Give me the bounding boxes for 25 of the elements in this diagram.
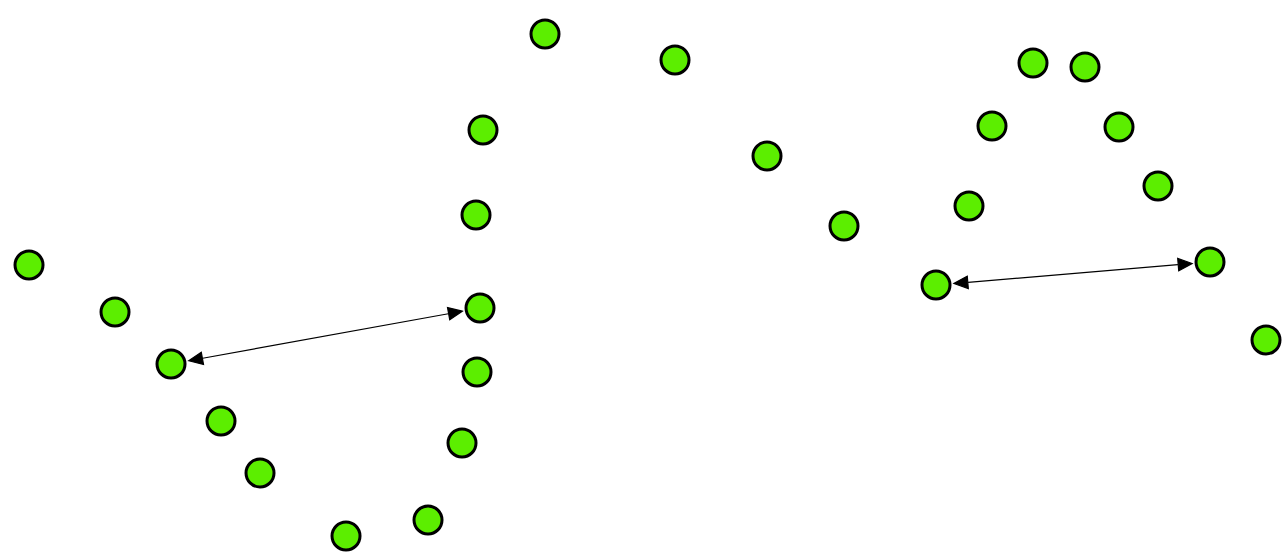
- dot-node: [1103, 111, 1135, 143]
- dot-node: [920, 269, 952, 301]
- dot-node: [412, 504, 444, 536]
- dot-node: [99, 296, 131, 328]
- dot-node: [953, 190, 985, 222]
- dot-node: [460, 199, 492, 231]
- dot-node: [467, 114, 499, 146]
- dot-node: [828, 210, 860, 242]
- dot-node: [529, 18, 561, 50]
- dot-node: [1142, 170, 1174, 202]
- dot-node: [659, 44, 691, 76]
- dot-node: [205, 405, 237, 437]
- dot-node: [461, 356, 493, 388]
- dot-node: [13, 249, 45, 281]
- dot-node: [446, 427, 478, 459]
- dot-node: [1250, 324, 1282, 356]
- dot-node: [1069, 51, 1101, 83]
- dot-node: [330, 520, 362, 552]
- dot-node: [244, 457, 276, 489]
- dot-node: [976, 110, 1008, 142]
- dot-node: [751, 140, 783, 172]
- dot-node: [464, 292, 496, 324]
- dot-node: [155, 348, 187, 380]
- dot-node: [1017, 47, 1049, 79]
- dot-node: [1194, 246, 1226, 278]
